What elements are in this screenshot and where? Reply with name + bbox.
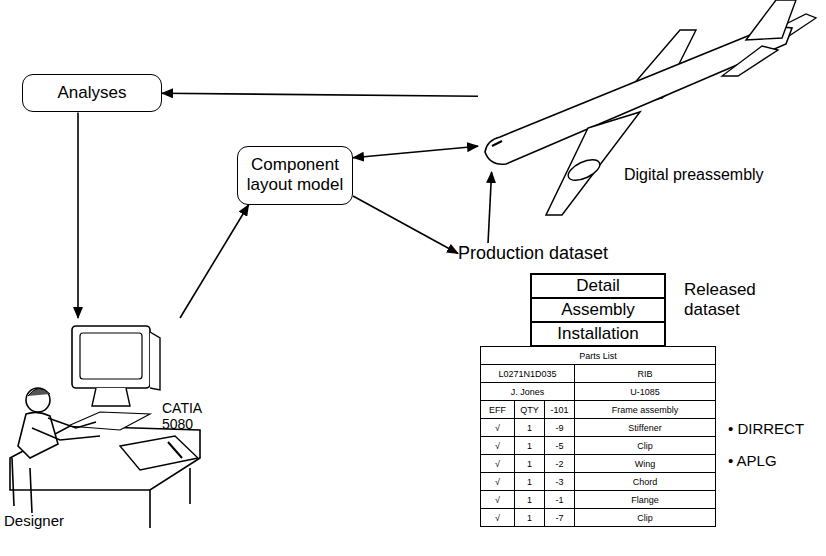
table-cell: -2	[545, 455, 575, 473]
dataset-box: Assembly	[530, 297, 666, 323]
box-text: Assembly	[536, 300, 660, 320]
airplane-figure: Digital preassembly	[478, 0, 818, 172]
table-cell: √	[481, 437, 515, 455]
table-cell: -9	[545, 419, 575, 437]
bullet-note: • APLG	[728, 452, 777, 469]
table-cell: 1	[515, 473, 545, 491]
flow-arrow	[353, 146, 478, 158]
airplane-illustration	[478, 0, 818, 172]
table-cell: √	[481, 455, 515, 473]
flow-arrow	[353, 196, 458, 254]
software-label: CATIA 5080	[162, 400, 208, 432]
table-cell: Stiffener	[575, 419, 716, 437]
flow-arrow	[488, 172, 492, 243]
table-cell: Clip	[575, 509, 716, 527]
table-cell: √	[481, 473, 515, 491]
figure-caption: Designer	[4, 512, 64, 529]
table-cell: Chord	[575, 473, 716, 491]
table-cell: 1	[515, 419, 545, 437]
flow-arrow	[180, 205, 249, 318]
table-cell: -3	[545, 473, 575, 491]
parts-list-table: Parts ListL0271N1D035RIBJ. JonesU-1085EF…	[480, 346, 716, 527]
table-cell: √	[481, 419, 515, 437]
table-cell: -7	[545, 509, 575, 527]
table-cell: Parts List	[481, 347, 716, 365]
table-cell: RIB	[575, 365, 716, 383]
table-cell: J. Jones	[481, 383, 575, 401]
box-text: Component layout model	[244, 155, 346, 196]
process-box: Analyses	[22, 74, 162, 112]
table-cell: Flange	[575, 491, 716, 509]
table-cell: √	[481, 509, 515, 527]
figure-caption: Digital preassembly	[624, 166, 764, 184]
table-cell: 1	[515, 491, 545, 509]
table-cell: QTY	[515, 401, 545, 419]
table-cell: √	[481, 491, 515, 509]
box-text: Detail	[536, 276, 660, 296]
process-box: Component layout model	[237, 146, 353, 205]
dataset-heading: Production dataset	[458, 243, 608, 264]
dataset-box: Detail	[530, 273, 666, 299]
table-cell: -1	[545, 491, 575, 509]
table-cell: -101	[545, 401, 575, 419]
table-cell: Clip	[575, 437, 716, 455]
table-cell: U-1085	[575, 383, 716, 401]
table-cell: Frame assembly	[575, 401, 716, 419]
table-cell: 1	[515, 455, 545, 473]
annotation-label: Released dataset	[684, 280, 764, 321]
box-text: Installation	[536, 324, 660, 344]
parts-list-grid: Parts ListL0271N1D035RIBJ. JonesU-1085EF…	[480, 346, 716, 527]
flow-arrow	[162, 93, 478, 96]
dataset-box: Installation	[530, 321, 666, 347]
table-cell: 1	[515, 437, 545, 455]
table-cell: 1	[515, 509, 545, 527]
table-cell: -5	[545, 437, 575, 455]
designer-figure: CATIA 5080Designer	[0, 318, 200, 556]
box-text: Analyses	[29, 83, 155, 103]
table-cell: Wing	[575, 455, 716, 473]
flow-arrow	[77, 112, 79, 318]
table-cell: L0271N1D035	[481, 365, 575, 383]
table-cell: EFF	[481, 401, 515, 419]
dataset-label: Production dataset	[458, 243, 608, 264]
bullet-note: • DIRRECT	[728, 420, 804, 437]
